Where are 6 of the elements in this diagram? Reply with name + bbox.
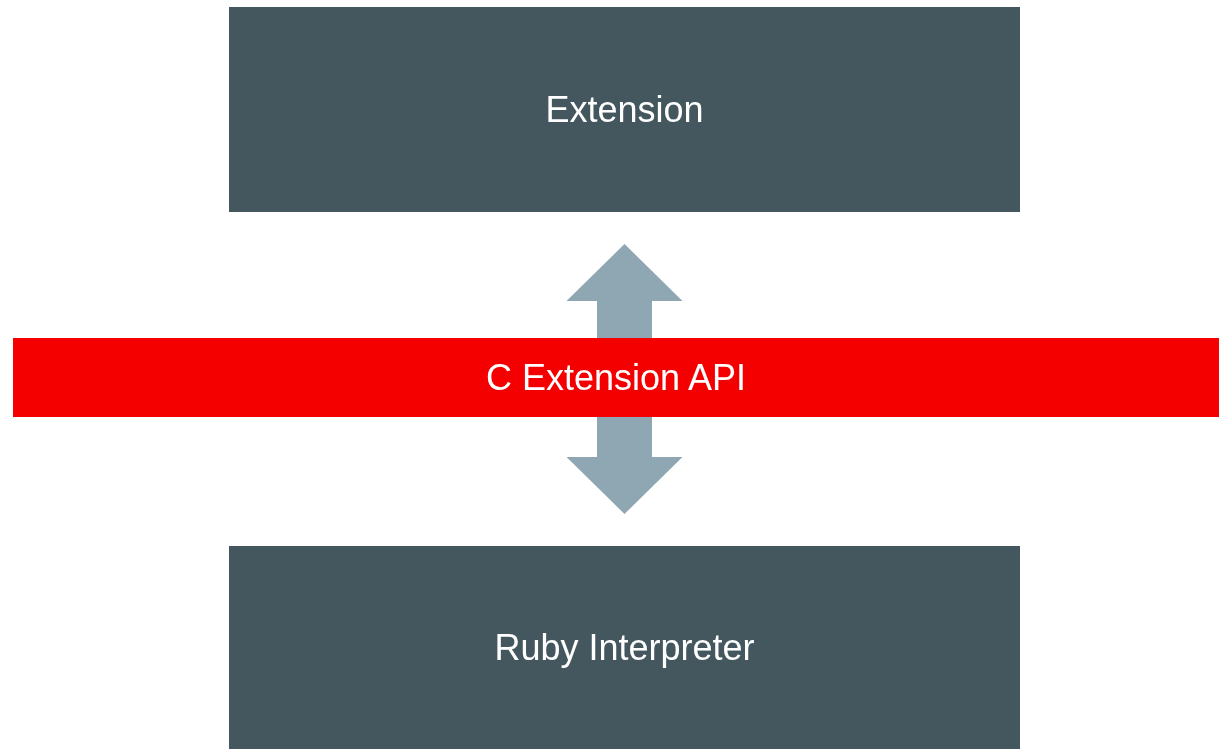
- component-box: [229, 7, 1020, 212]
- component-box: [229, 546, 1020, 749]
- node-label: Extension: [545, 88, 704, 131]
- api-band: [13, 338, 1219, 417]
- node-label: C Extension API: [485, 356, 747, 399]
- node-label: Ruby Interpreter: [494, 626, 755, 669]
